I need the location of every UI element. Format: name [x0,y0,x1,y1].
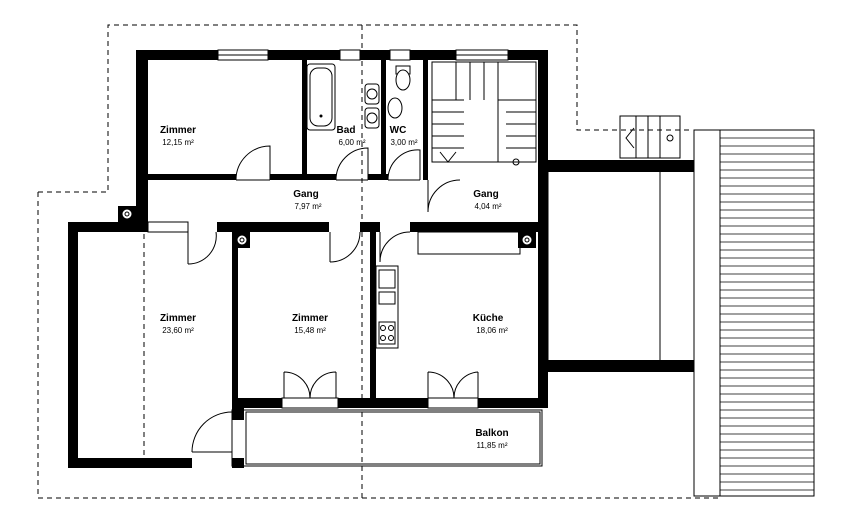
windows [147,49,509,409]
room-name-bad: Bad [337,125,356,136]
annex [547,115,694,372]
room-area-zimmer-3: 15,48 m² [294,326,326,335]
ramp-lines [720,137,814,491]
room-area-gang-1: 7,97 m² [294,202,321,211]
staircase-icon [431,61,537,166]
room-area-wc: 3,00 m² [390,138,417,147]
bathtub-icon [306,63,336,131]
roof-outline-lower [37,192,720,499]
room-name-gang-1: Gang [293,189,319,200]
kitchen-cabinet [417,231,521,255]
room-area-bad: 6,00 m² [338,138,365,147]
room-name-gang-2: Gang [473,189,499,200]
room-name-wc: WC [390,125,407,136]
toilet-icon [387,65,411,119]
room-area-balkon: 11,85 m² [477,441,508,450]
sink-icon [364,83,380,129]
room-name-zimmer-1: Zimmer [160,125,196,136]
room-area-gang-2: 4,04 m² [474,202,501,211]
room-area-zimmer-2: 23,60 m² [162,326,194,335]
room-name-zimmer-3: Zimmer [292,313,328,324]
chimney-icons [121,208,533,246]
room-name-zimmer-2: Zimmer [160,313,196,324]
balcony-outline [231,409,543,467]
room-area-kueche: 18,06 m² [476,326,508,335]
room-name-balkon: Balkon [475,428,508,439]
kitchen-counter [375,265,399,349]
doors [187,145,479,453]
room-area-zimmer-1: 12,15 m² [162,138,194,147]
side-ramp [693,129,815,497]
room-name-kueche: Küche [473,313,504,324]
roof-outline [38,24,690,193]
room-labels: Zimmer 12,15 m² Bad 6,00 m² WC 3,00 m² G… [160,125,509,450]
balcony-railing [245,411,541,465]
